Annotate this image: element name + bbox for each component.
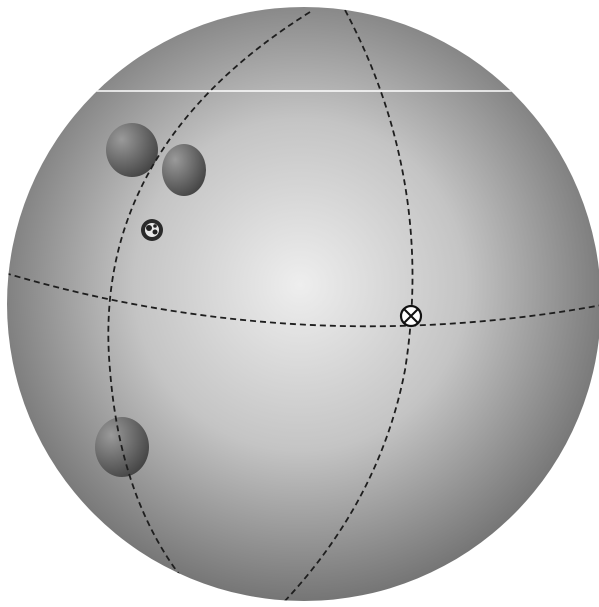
sphere-body (7, 7, 599, 601)
shaded-spot (106, 123, 158, 177)
dark-circle-marker-icon (141, 219, 163, 241)
circle-with-x-marker-icon (401, 306, 421, 326)
shaded-spot (162, 144, 206, 196)
